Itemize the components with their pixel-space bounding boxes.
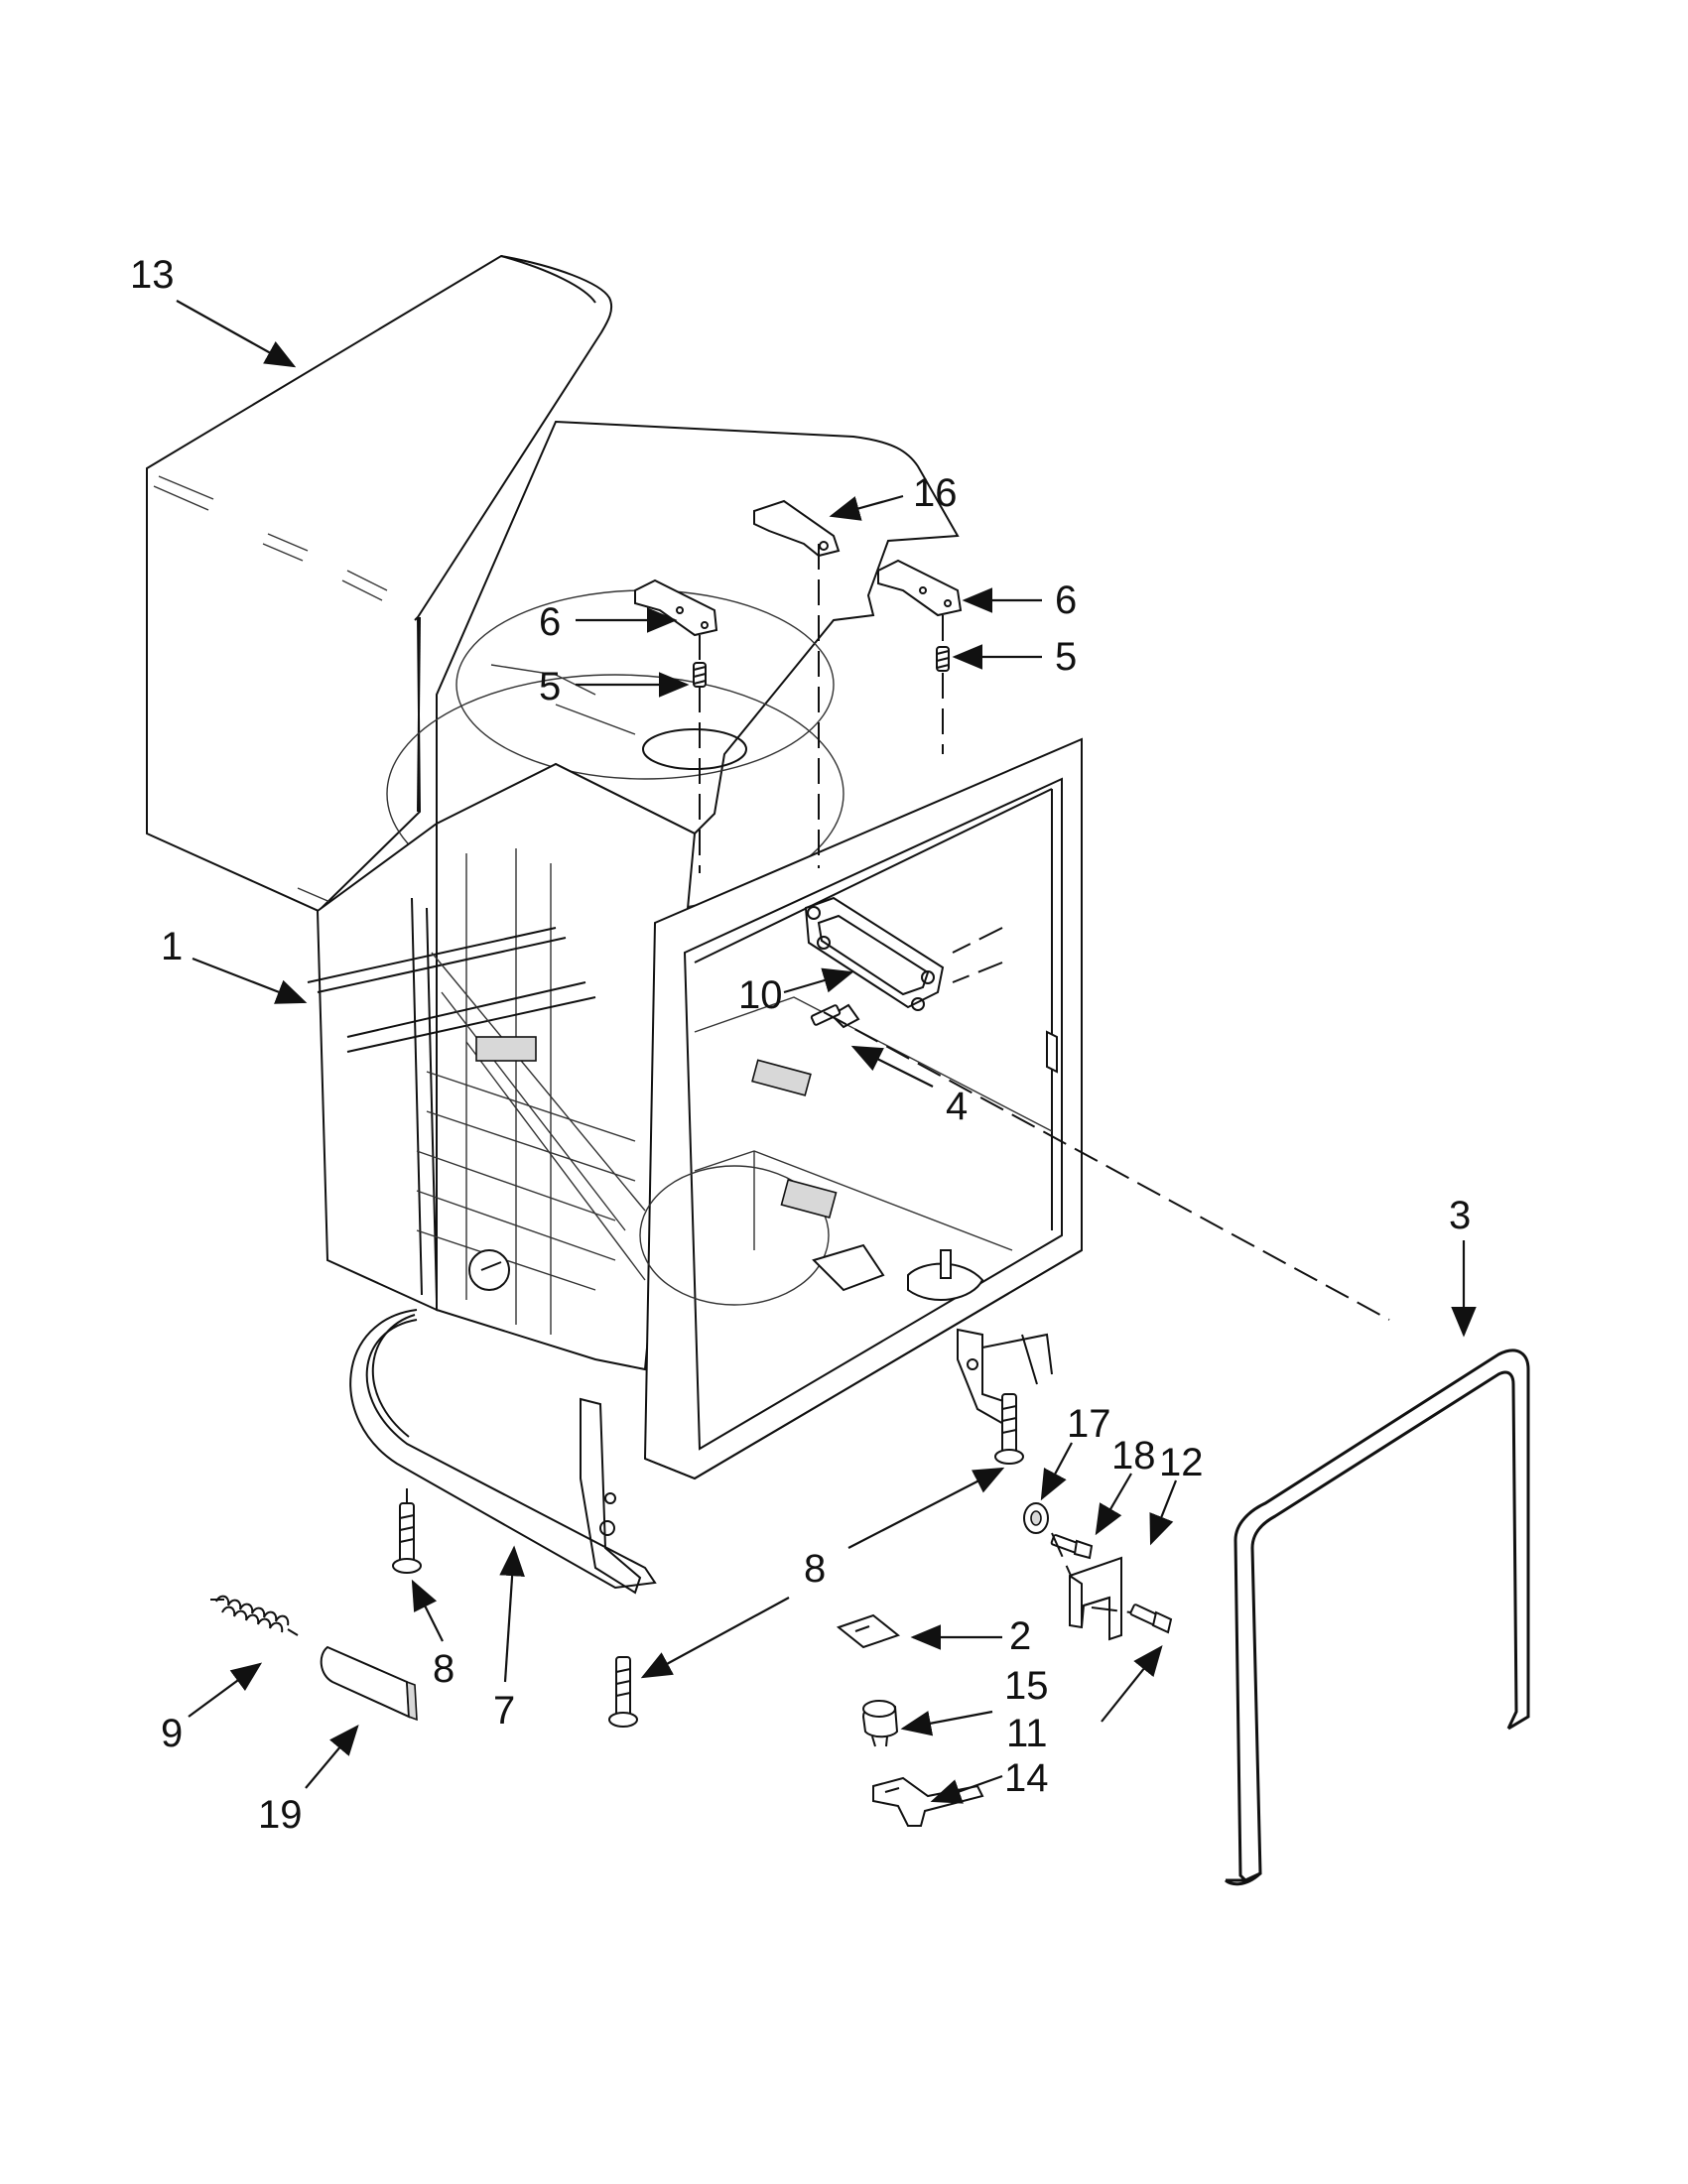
callout-15: 15: [1004, 1664, 1049, 1708]
callout-13: 13: [130, 253, 175, 297]
screw-part-5a: [693, 662, 707, 688]
callout-10: 10: [738, 973, 783, 1017]
bracket-part-12: [1069, 1556, 1122, 1641]
callout-4: 4: [946, 1085, 968, 1128]
screw-part-18: [1050, 1534, 1094, 1560]
clip-part-2: [836, 1613, 901, 1649]
end-cap-part-19: [320, 1645, 418, 1722]
callout-6-right: 6: [1055, 578, 1077, 622]
callout-labels: 13 16 6 6 5 5 1 10 4 3 17 18 12 8 8 2 7 …: [130, 253, 1471, 1837]
cable-channel: [349, 1309, 657, 1590]
leader-arrows: [176, 300, 1477, 1804]
sensor-part-15: [861, 1700, 899, 1747]
callout-9: 9: [161, 1712, 183, 1755]
center-mount-bracket: [804, 896, 945, 1011]
callout-6-left: 6: [539, 600, 561, 644]
callout-5-right: 5: [1055, 635, 1077, 679]
callout-7: 7: [493, 1689, 515, 1733]
leveling-leg-front: [608, 1656, 638, 1728]
callout-5-left: 5: [539, 665, 561, 708]
callout-1: 1: [161, 925, 183, 968]
screw-part-5b: [936, 646, 950, 672]
leveling-leg-rear-left: [392, 1502, 422, 1574]
callout-11: 11: [1006, 1712, 1048, 1755]
callout-19: 19: [258, 1793, 303, 1837]
leveling-leg-rear-right: [994, 1393, 1024, 1465]
outer-wrap-panel: [146, 254, 613, 913]
mounting-bracket-right: [877, 559, 963, 617]
callout-8-left: 8: [433, 1647, 454, 1691]
bracket-part-14: [872, 1776, 984, 1827]
callout-2: 2: [1009, 1614, 1031, 1658]
screw-part-11: [1129, 1604, 1173, 1634]
callout-8-right: 8: [804, 1547, 826, 1591]
spring-part-9: [210, 1595, 299, 1636]
washer-part-17: [1023, 1502, 1049, 1534]
callout-17: 17: [1067, 1402, 1111, 1446]
callout-14: 14: [1004, 1756, 1049, 1800]
screw-part-4: [810, 1003, 860, 1029]
assembly-guide-lines: [406, 544, 1390, 1613]
callout-3: 3: [1449, 1194, 1471, 1237]
callout-18: 18: [1111, 1434, 1156, 1477]
callout-12: 12: [1159, 1441, 1204, 1484]
callout-16: 16: [913, 471, 958, 515]
door-gasket: [1224, 1349, 1530, 1886]
